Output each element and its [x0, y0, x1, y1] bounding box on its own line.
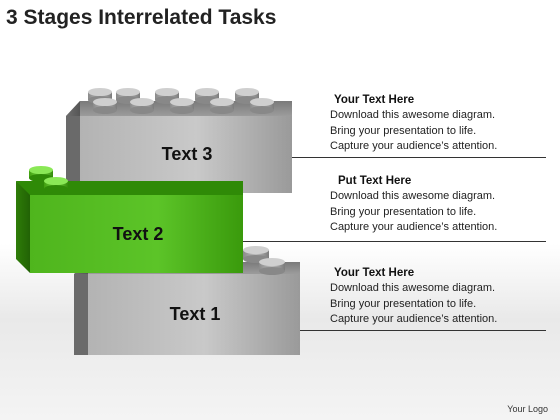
text-item-1: Your Text Here Download this awesome dia…: [330, 93, 550, 155]
block-2-studs: [29, 166, 68, 193]
page-title: 3 Stages Interrelated Tasks: [6, 6, 277, 29]
separator-line-3: [300, 330, 546, 331]
logo-text: Your Logo: [507, 404, 548, 414]
block-2-label: Text 2: [113, 224, 164, 244]
text-item-2-heading: Put Text Here: [338, 175, 412, 187]
block-1: Text 1: [74, 246, 300, 355]
text-item-1-line-2: Bring your presentation to life.: [330, 124, 477, 137]
text-item-2-line-1: Download this awesome diagram.: [330, 190, 496, 202]
text-item-1-line-3: Capture your audience’s attention.: [330, 140, 498, 152]
text-item-3: Your Text Here Download this awesome dia…: [330, 266, 550, 328]
text-item-3-line-1: Download this awesome diagram.: [330, 282, 496, 294]
text-item-3-line-2: Bring your presentation to life.: [330, 297, 477, 310]
text-item-1-line-1: Download this awesome diagram.: [330, 109, 496, 121]
text-item-2-line-3: Capture your audience’s attention.: [330, 221, 498, 233]
block-2: Text 2: [16, 166, 243, 273]
text-item-2-line-2: Bring your presentation to life.: [330, 205, 477, 218]
block-1-studs: [243, 246, 285, 275]
separator-line-1: [292, 157, 546, 158]
block-3: Text 3: [66, 88, 292, 193]
block-3-label: Text 3: [162, 144, 213, 164]
separator-line-2: [243, 241, 546, 242]
text-item-2: Put Text Here Download this awesome diag…: [330, 174, 550, 236]
text-item-3-heading: Your Text Here: [334, 267, 415, 279]
block-3-studs: [88, 88, 274, 114]
text-item-3-line-3: Capture your audience’s attention.: [330, 313, 498, 325]
block-1-label: Text 1: [170, 304, 221, 324]
text-item-1-heading: Your Text Here: [334, 94, 415, 106]
